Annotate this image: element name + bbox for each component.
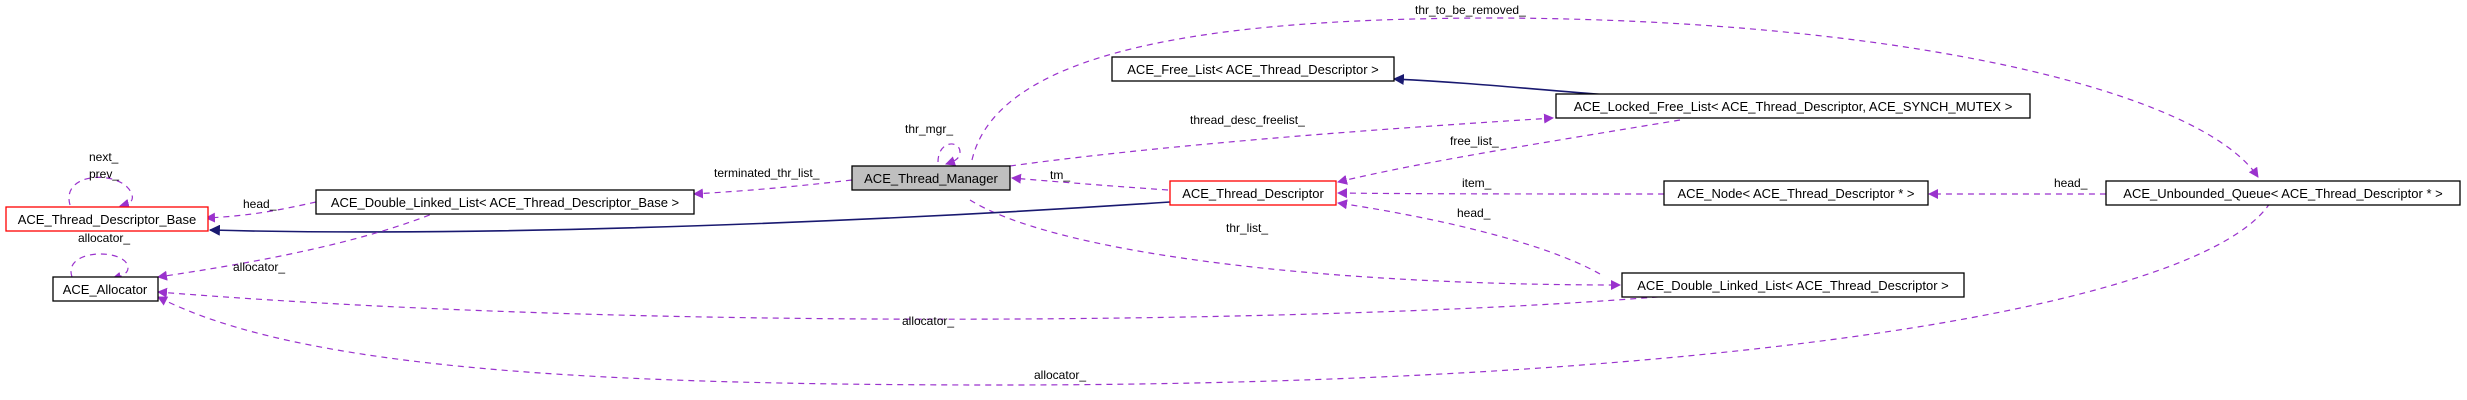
node-thread-descriptor-base[interactable]: ACE_Thread_Descriptor_Base: [5, 206, 209, 232]
node-free-list[interactable]: ACE_Free_List< ACE_Thread_Descriptor >: [1111, 56, 1395, 82]
edge-label-thr-mgr: thr_mgr_: [905, 122, 953, 136]
edge-free-list: [1337, 119, 1681, 185]
nodes: ACE_Thread_Manager ACE_Free_List< ACE_Th…: [5, 56, 2461, 302]
node-label-unbounded-queue: ACE_Unbounded_Queue< ACE_Thread_Descript…: [2123, 186, 2442, 201]
edge-thr-mgr-self: [937, 143, 961, 166]
edge-label-allocator-tdd: allocator_: [902, 314, 954, 328]
node-dll-td[interactable]: ACE_Double_Linked_List< ACE_Thread_Descr…: [1621, 272, 1965, 298]
node-label-dll-td-base: ACE_Double_Linked_List< ACE_Thread_Descr…: [331, 195, 679, 210]
edge-labels: thr_to_be_removed_ thr_mgr_ thread_desc_…: [78, 3, 2088, 382]
node-allocator[interactable]: ACE_Allocator: [52, 276, 159, 302]
edge-label-terminated-thr-list: terminated_thr_list_: [714, 166, 820, 180]
edge-terminated-thr-list: [693, 179, 853, 199]
edge-inheritance-lfl-fl: [1392, 73, 1621, 97]
node-locked-free-list[interactable]: ACE_Locked_Free_List< ACE_Thread_Descrip…: [1555, 93, 2031, 119]
edge-thr-list: [969, 199, 1621, 290]
edge-label-thr-to-be-removed: thr_to_be_removed_: [1415, 3, 1526, 17]
edge-allocator-dll: [157, 201, 461, 281]
edge-label-head-tdb: head_: [243, 197, 277, 211]
edge-inheritance-td-tdb: [208, 201, 1171, 236]
node-label-locked-free-list: ACE_Locked_Free_List< ACE_Thread_Descrip…: [1574, 99, 2013, 114]
node-label-thread-descriptor-base: ACE_Thread_Descriptor_Base: [18, 212, 196, 227]
node-label-thread-descriptor: ACE_Thread_Descriptor: [1182, 186, 1324, 201]
node-label-thread-manager: ACE_Thread_Manager: [864, 171, 998, 186]
edge-label-next: next_: [89, 150, 119, 164]
edge-head-tdb: [205, 201, 317, 223]
edge-allocator-queue: [157, 202, 2271, 386]
node-dll-td-base[interactable]: ACE_Double_Linked_List< ACE_Thread_Descr…: [315, 189, 695, 215]
edge-next-prev-self: [68, 176, 133, 209]
edges: [68, 17, 2271, 386]
edge-label-allocator-self: allocator_: [78, 231, 130, 245]
edge-label-head-td: head_: [1457, 206, 1491, 220]
edge-item: [1337, 188, 1665, 199]
node-node-td-ptr[interactable]: ACE_Node< ACE_Thread_Descriptor * >: [1663, 180, 1929, 206]
edge-label-item: item_: [1462, 176, 1492, 190]
edge-label-tm: tm_: [1050, 168, 1070, 182]
edge-label-allocator-queue: allocator_: [1034, 368, 1086, 382]
edge-label-allocator-dll: allocator_: [233, 260, 285, 274]
node-thread-manager[interactable]: ACE_Thread_Manager: [851, 165, 1011, 191]
edge-label-head-queue: head_: [2054, 176, 2088, 190]
edge-thread-desc-freelist: [1009, 113, 1554, 167]
node-label-allocator: ACE_Allocator: [63, 282, 148, 297]
node-label-free-list: ACE_Free_List< ACE_Thread_Descriptor >: [1127, 62, 1378, 77]
node-unbounded-queue[interactable]: ACE_Unbounded_Queue< ACE_Thread_Descript…: [2105, 180, 2461, 206]
edge-allocator-self: [70, 253, 129, 282]
node-label-dll-td: ACE_Double_Linked_List< ACE_Thread_Descr…: [1637, 278, 1948, 293]
edge-label-thread-desc-freelist: thread_desc_freelist_: [1190, 113, 1305, 127]
edge-label-thr-list: thr_list_: [1226, 221, 1268, 235]
edge-tm: [1011, 173, 1169, 191]
edge-allocator-tdd: [157, 287, 1681, 320]
edge-label-prev: prev_: [89, 167, 119, 181]
node-thread-descriptor[interactable]: ACE_Thread_Descriptor: [1169, 180, 1337, 206]
node-label-node-td-ptr: ACE_Node< ACE_Thread_Descriptor * >: [1677, 186, 1914, 201]
edge-label-free-list: free_list_: [1450, 134, 1499, 148]
